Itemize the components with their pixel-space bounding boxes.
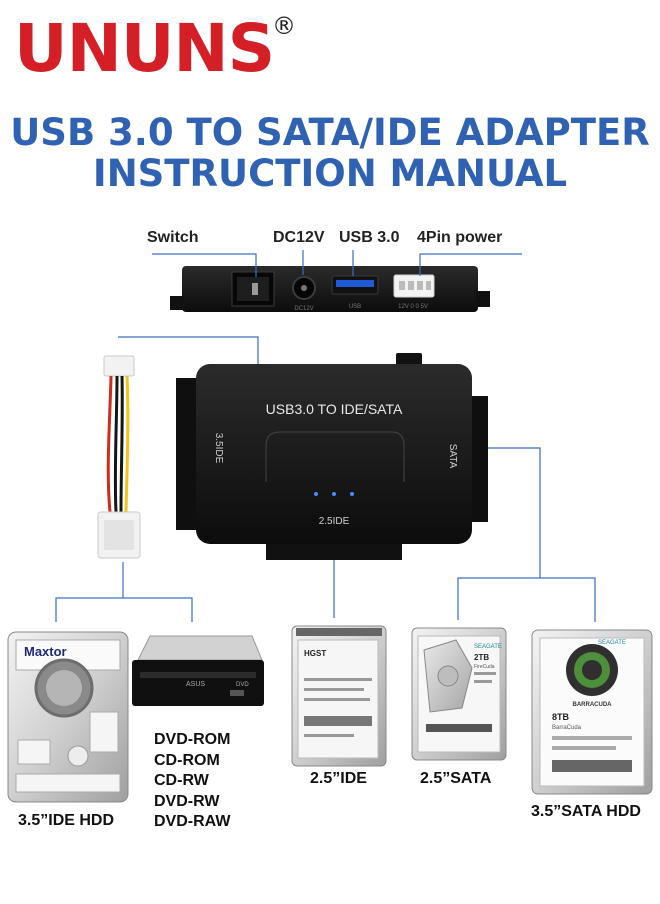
label-ide25: 2.5”IDE	[310, 770, 367, 787]
optical-item: CD-ROM	[154, 751, 220, 769]
label-dc12v: DC12V	[273, 229, 325, 246]
capacity-2tb: 2TB	[474, 653, 489, 662]
label-sata25: 2.5”SATA	[420, 770, 492, 787]
asus-logo: ASUS	[186, 681, 205, 688]
usb-port[interactable]	[331, 275, 379, 295]
firecuda-label: FireCuda	[474, 664, 495, 670]
maxtor-logo: Maxtor	[24, 644, 67, 659]
optical-item: DVD-ROM	[154, 731, 231, 748]
sata35-hdd	[531, 629, 653, 795]
adapter-top-label: USB3.0 TO IDE/SATA	[266, 401, 403, 417]
barracuda-logo: BARRACUDA	[573, 702, 613, 708]
label-switch: Switch	[147, 229, 199, 246]
registered-mark: ®	[272, 12, 296, 40]
barracuda-small-label: BarraCuda	[552, 725, 582, 731]
label-usb30: USB 3.0	[339, 229, 400, 246]
label-4pin-power: 4Pin power	[417, 229, 503, 246]
adapter-right-label: SATA	[447, 444, 458, 469]
optical-item: DVD-RW	[154, 792, 220, 810]
4pin-power-port[interactable]	[393, 274, 435, 298]
title-line-1: USB 3.0 TO SATA/IDE ADAPTER	[10, 111, 650, 154]
usb-small-label: USB	[349, 304, 361, 310]
port-pointer-lines	[152, 250, 522, 277]
capacity-8tb: 8TB	[552, 712, 570, 722]
dvd-logo: DVD	[236, 682, 249, 688]
dc-small-label: DC12V	[294, 306, 313, 312]
dc-jack[interactable]	[292, 276, 316, 300]
device-connection-lines	[55, 447, 596, 622]
adapter-left-label: 3.5IDE	[213, 433, 224, 464]
power-cable	[97, 336, 259, 559]
optical-media-list: DVD-ROM CD-ROM CD-RW DVD-RW DVD-RAW	[154, 730, 230, 833]
rear-panel: DC12V USB 12V 0 0 5V	[170, 266, 490, 312]
optical-drive	[132, 635, 264, 706]
ide35-hdd	[7, 631, 129, 803]
title-line-2: INSTRUCTION MANUAL	[92, 152, 568, 195]
label-sata35-hdd: 3.5”SATA HDD	[531, 803, 641, 820]
ide25-drive	[291, 625, 387, 767]
label-ide35-hdd: 3.5”IDE HDD	[18, 812, 115, 829]
brand-logo: UNUNS	[14, 10, 275, 87]
power-switch[interactable]	[231, 271, 275, 307]
power-small-label: 12V 0 0 5V	[398, 304, 428, 310]
adapter-bottom-label: 2.5IDE	[319, 516, 350, 527]
seagate-logo-25: SEAGATE	[474, 644, 502, 650]
seagate-logo-35: SEAGATE	[598, 640, 626, 646]
sata25-drive	[411, 627, 507, 761]
hgst-logo: HGST	[304, 649, 326, 658]
adapter-body	[176, 353, 488, 560]
optical-item: DVD-RAW	[154, 813, 231, 830]
optical-item: CD-RW	[154, 772, 209, 789]
